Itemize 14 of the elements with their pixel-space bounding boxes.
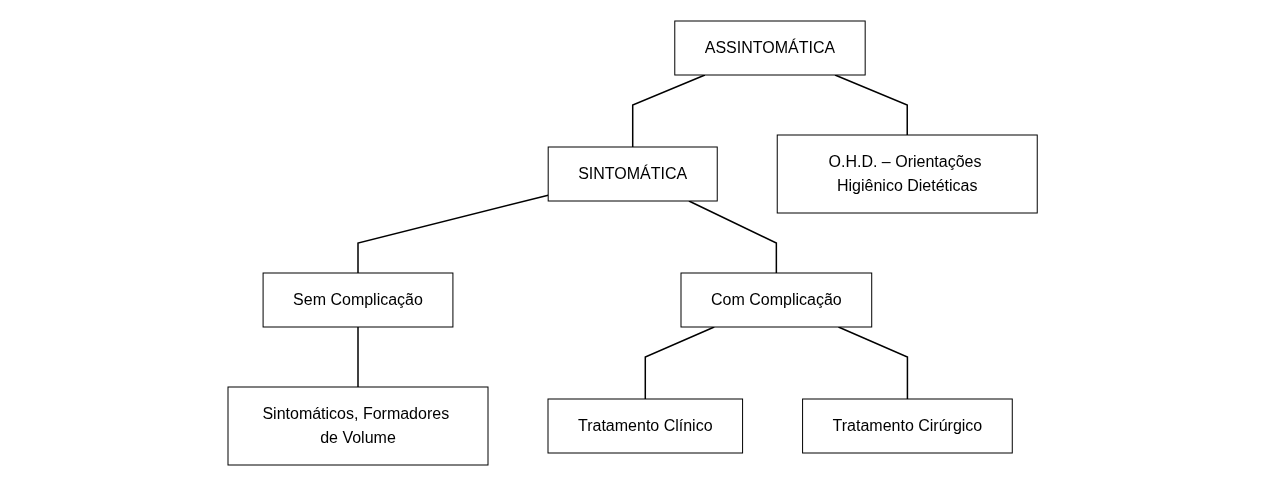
connector [357, 194, 550, 274]
node-box: O.H.D. – Orientações Higiênico Dietéticas [777, 134, 1039, 213]
node-box: ASSINTOMÁTICA [674, 20, 867, 75]
connector [357, 325, 360, 388]
connector [644, 325, 716, 400]
node-box: Tratamento Cirúrgico [802, 398, 1014, 453]
node-box: Tratamento Clínico [547, 398, 744, 453]
connector [688, 199, 778, 274]
connector [838, 325, 909, 400]
node-box: SINTOMÁTICA [548, 146, 719, 201]
node-box: Sem Complicação [262, 272, 454, 327]
node-box: Com Complicação [680, 272, 873, 327]
node-box: Sintomáticos, Formadores de Volume [227, 386, 489, 465]
connector [834, 73, 909, 136]
